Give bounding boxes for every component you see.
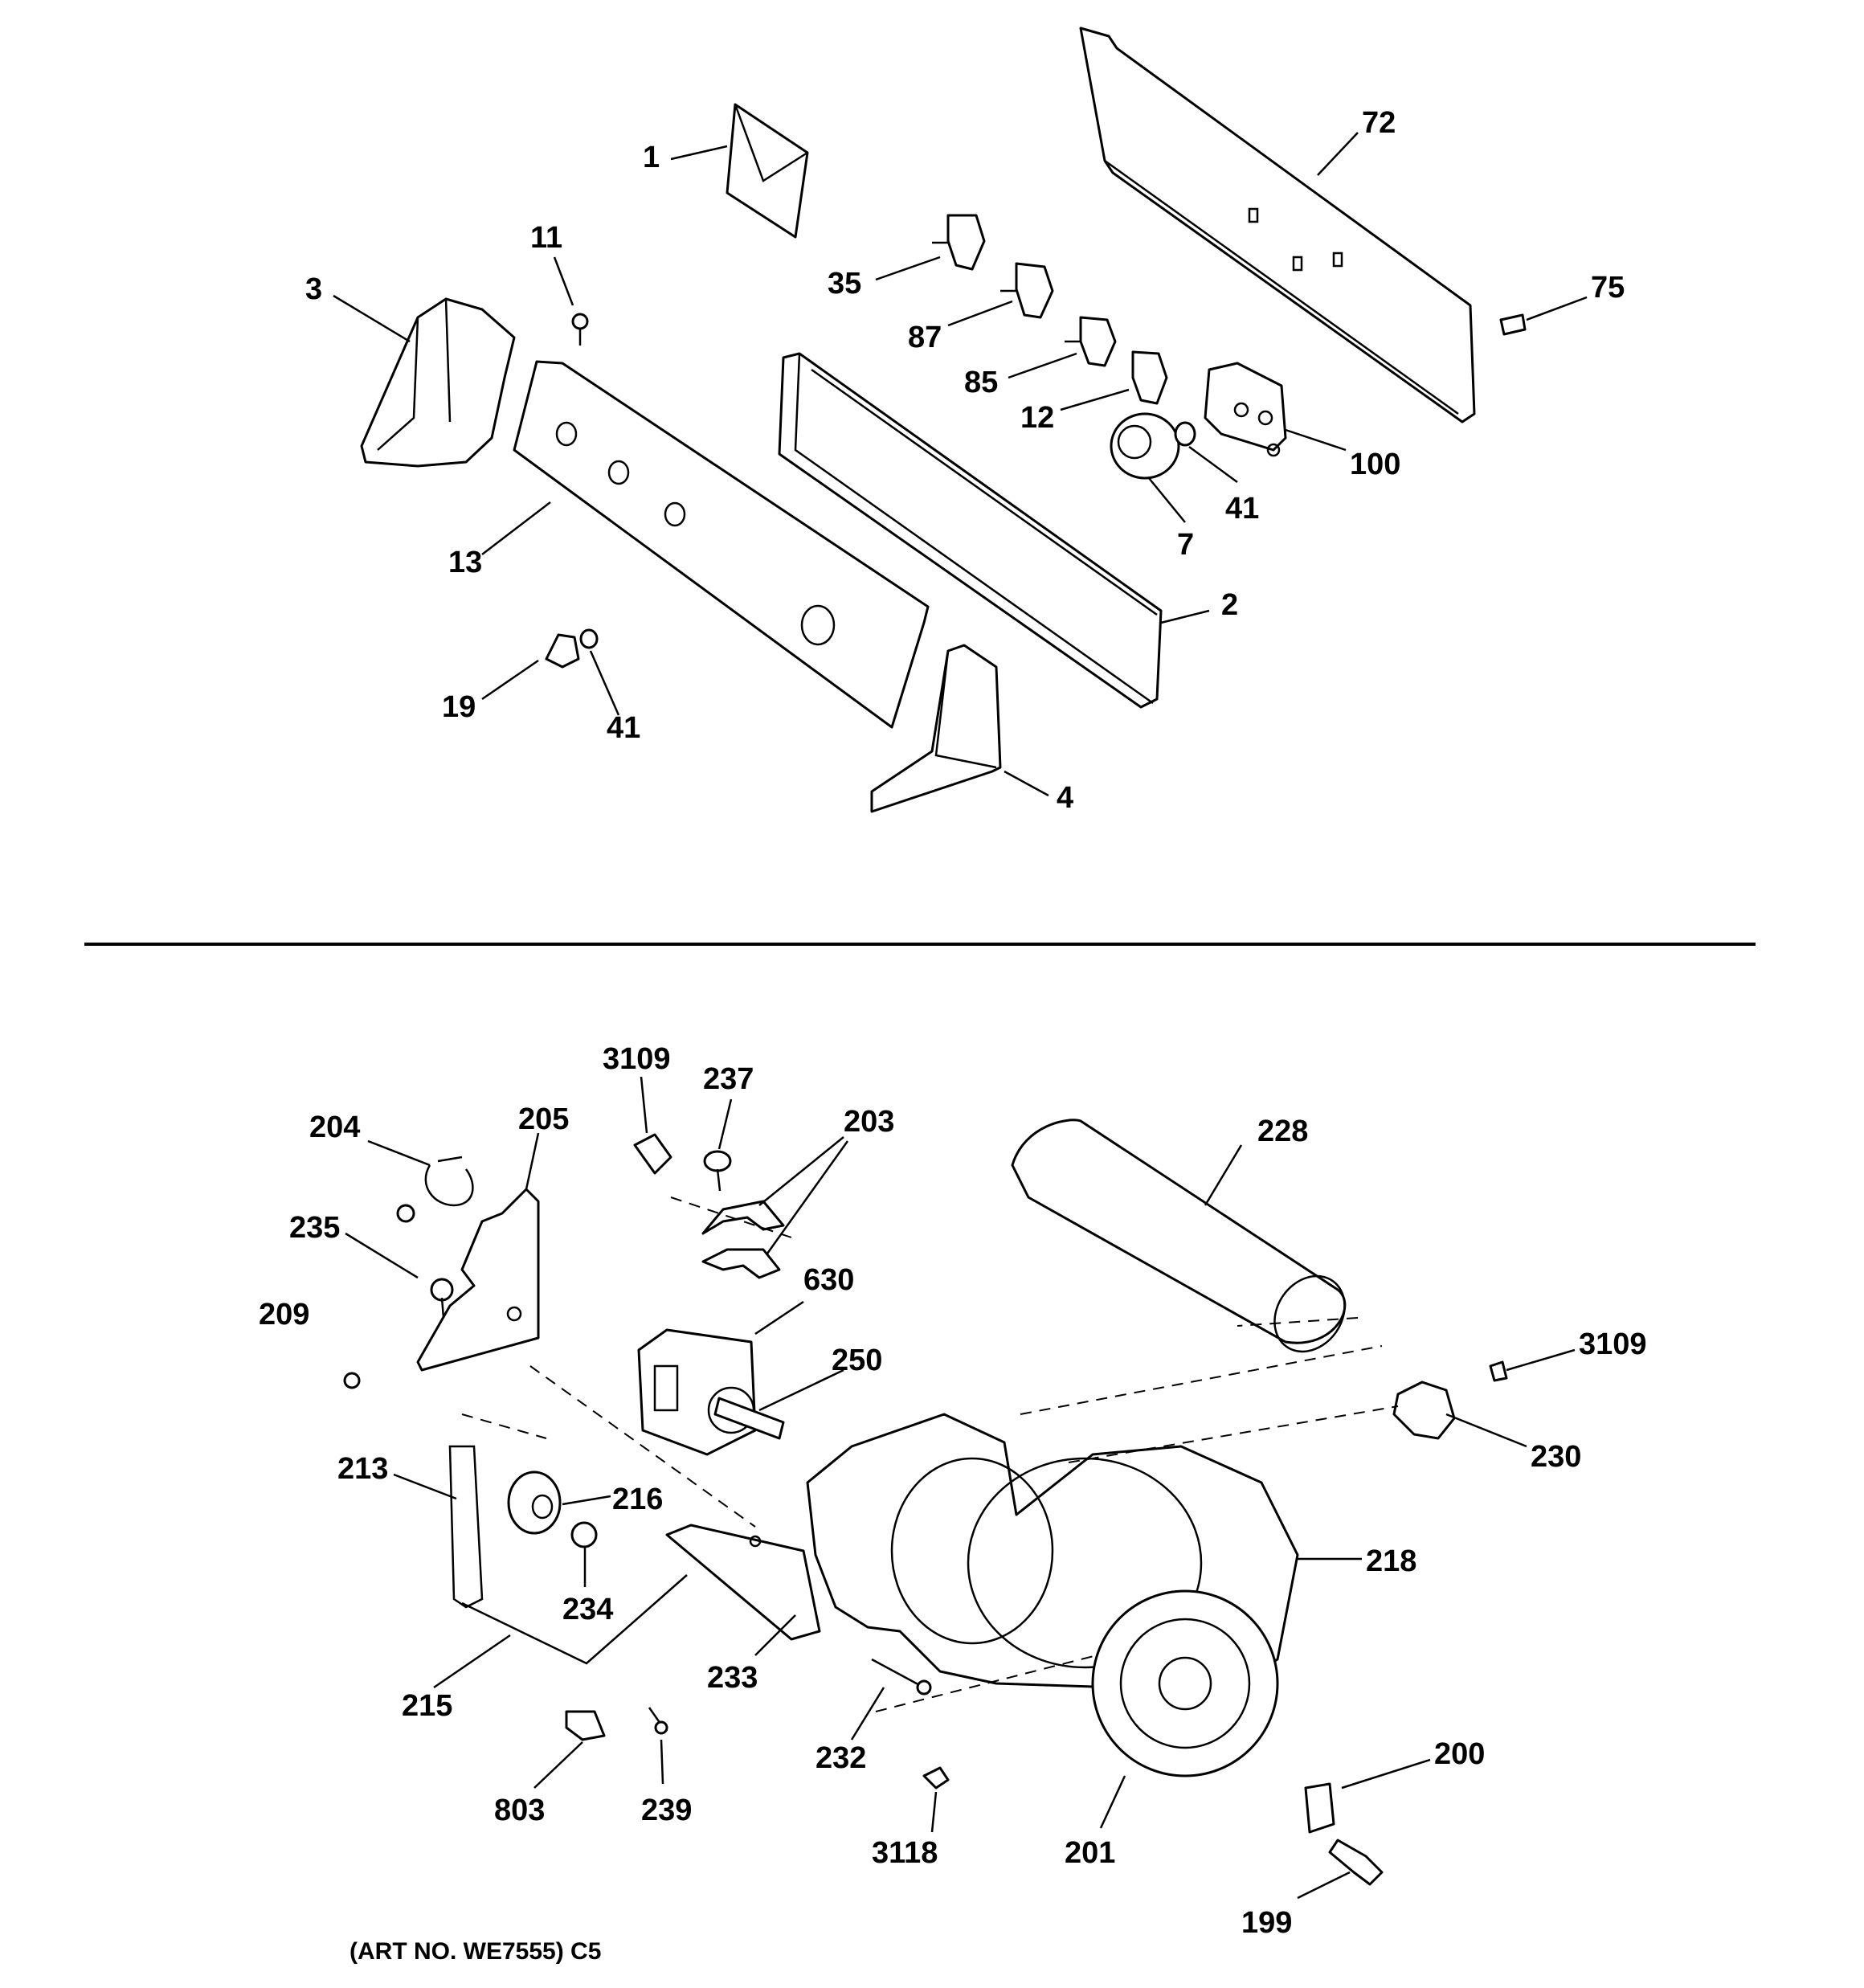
part-11-screw	[571, 313, 589, 346]
callout-235: 235	[289, 1211, 340, 1245]
callout-228: 228	[1257, 1115, 1308, 1148]
callout-19: 19	[442, 690, 476, 724]
callout-201: 201	[1065, 1836, 1115, 1870]
callout-13: 13	[448, 546, 482, 579]
callout-203: 203	[844, 1105, 894, 1139]
part-228-duct	[1011, 1119, 1347, 1353]
callout-216: 216	[612, 1483, 663, 1516]
callout-11: 11	[530, 221, 562, 255]
part-75-screw	[1499, 313, 1527, 336]
callout-199: 199	[1241, 1906, 1292, 1940]
part-41-spacer-upper	[1174, 421, 1196, 447]
callout-250: 250	[832, 1344, 882, 1377]
art-number: (ART NO. WE7555) C5	[350, 1938, 601, 1965]
part-216-idler-pulley	[507, 1471, 562, 1535]
part-87-switch	[1000, 262, 1054, 319]
part-803-switch	[565, 1710, 606, 1741]
upper-leader-lines	[333, 132, 1588, 797]
callout-803: 803	[494, 1794, 545, 1827]
part-233-base-plate	[665, 1524, 821, 1641]
callout-2: 2	[1221, 588, 1238, 622]
part-12-clip	[1131, 350, 1168, 405]
callout-215: 215	[402, 1689, 452, 1723]
callout-234: 234	[562, 1593, 613, 1626]
callout-233: 233	[707, 1661, 758, 1695]
callout-4: 4	[1057, 781, 1073, 815]
part-237-screw	[703, 1150, 732, 1192]
callout-7: 7	[1177, 528, 1194, 562]
upper-assembly: 1 72 11 3 35 75 87 85 12 100 7 41 13 2 1…	[305, 27, 1625, 815]
callout-3: 3	[305, 272, 322, 306]
part-205-bracket	[416, 1188, 540, 1372]
callout-1: 1	[643, 141, 660, 174]
part-19-knob	[545, 633, 580, 669]
part-7-knob	[1110, 412, 1180, 480]
part-209-nut	[343, 1372, 361, 1389]
callout-3109-right: 3109	[1579, 1327, 1647, 1361]
part-215-rod	[461, 1574, 688, 1665]
callout-230: 230	[1531, 1440, 1581, 1474]
part-230-bearing	[1392, 1381, 1456, 1440]
callout-72: 72	[1362, 106, 1396, 140]
part-3109-bushing-right	[1489, 1360, 1508, 1382]
assembly-dash-lines	[461, 1196, 1399, 1712]
part-72-rear-panel	[1079, 27, 1476, 423]
part-3-end-cap	[360, 297, 516, 468]
part-199-bolt	[1328, 1839, 1384, 1886]
part-100-timer	[1204, 362, 1287, 457]
part-250-shaft	[713, 1397, 785, 1440]
callout-85: 85	[964, 366, 998, 399]
callout-41-lower: 41	[607, 711, 640, 745]
callout-3118: 3118	[872, 1836, 938, 1870]
callout-35: 35	[828, 267, 861, 301]
callout-3109-left: 3109	[603, 1042, 671, 1076]
callout-41-upper: 41	[1225, 492, 1259, 526]
part-13-control-panel	[513, 360, 930, 729]
callout-237: 237	[703, 1062, 754, 1096]
part-2-panel-frame	[778, 352, 1163, 709]
part-201-blower-wheel	[1091, 1589, 1279, 1777]
lower-callouts: 3109 237 203 204 205 228 235 630 209 250…	[259, 1042, 1647, 1940]
part-3109-bushing-left	[633, 1133, 672, 1175]
part-204-clip	[424, 1156, 474, 1207]
callout-100: 100	[1350, 448, 1400, 481]
part-85-switch	[1065, 316, 1117, 367]
part-239-screw	[648, 1707, 668, 1735]
part-213-idler-arm	[448, 1445, 484, 1609]
part-3118-screw	[922, 1766, 950, 1790]
callout-75: 75	[1591, 271, 1625, 305]
part-1-envelope	[726, 103, 809, 239]
lower-assembly: 3109 237 203 204 205 228 235 630 209 250…	[259, 1042, 1647, 1940]
part-232-screw	[871, 1658, 932, 1696]
callout-87: 87	[908, 321, 942, 354]
upper-callouts: 1 72 11 3 35 75 87 85 12 100 7 41 13 2 1…	[305, 106, 1625, 815]
callout-213: 213	[337, 1452, 388, 1486]
part-630-motor	[637, 1328, 757, 1456]
callout-204: 204	[309, 1111, 360, 1144]
part-200-clip	[1304, 1782, 1335, 1834]
callout-630: 630	[803, 1263, 854, 1297]
callout-239: 239	[641, 1794, 692, 1827]
callout-205: 205	[518, 1102, 569, 1136]
part-203-clamp-upper	[701, 1200, 785, 1235]
callout-209: 209	[259, 1298, 309, 1331]
callout-218: 218	[1366, 1544, 1416, 1578]
part-234-spacer	[570, 1521, 598, 1548]
part-4-end-cap	[870, 644, 1002, 813]
callout-200: 200	[1434, 1737, 1485, 1771]
part-41-spacer-lower	[579, 628, 599, 649]
callout-232: 232	[816, 1741, 866, 1775]
lower-leader-lines	[345, 1076, 1576, 1900]
callout-12: 12	[1020, 401, 1054, 435]
part-203-clamp-lower	[701, 1248, 781, 1279]
part-35-switch	[932, 214, 986, 271]
part-235-screw	[396, 1204, 454, 1319]
